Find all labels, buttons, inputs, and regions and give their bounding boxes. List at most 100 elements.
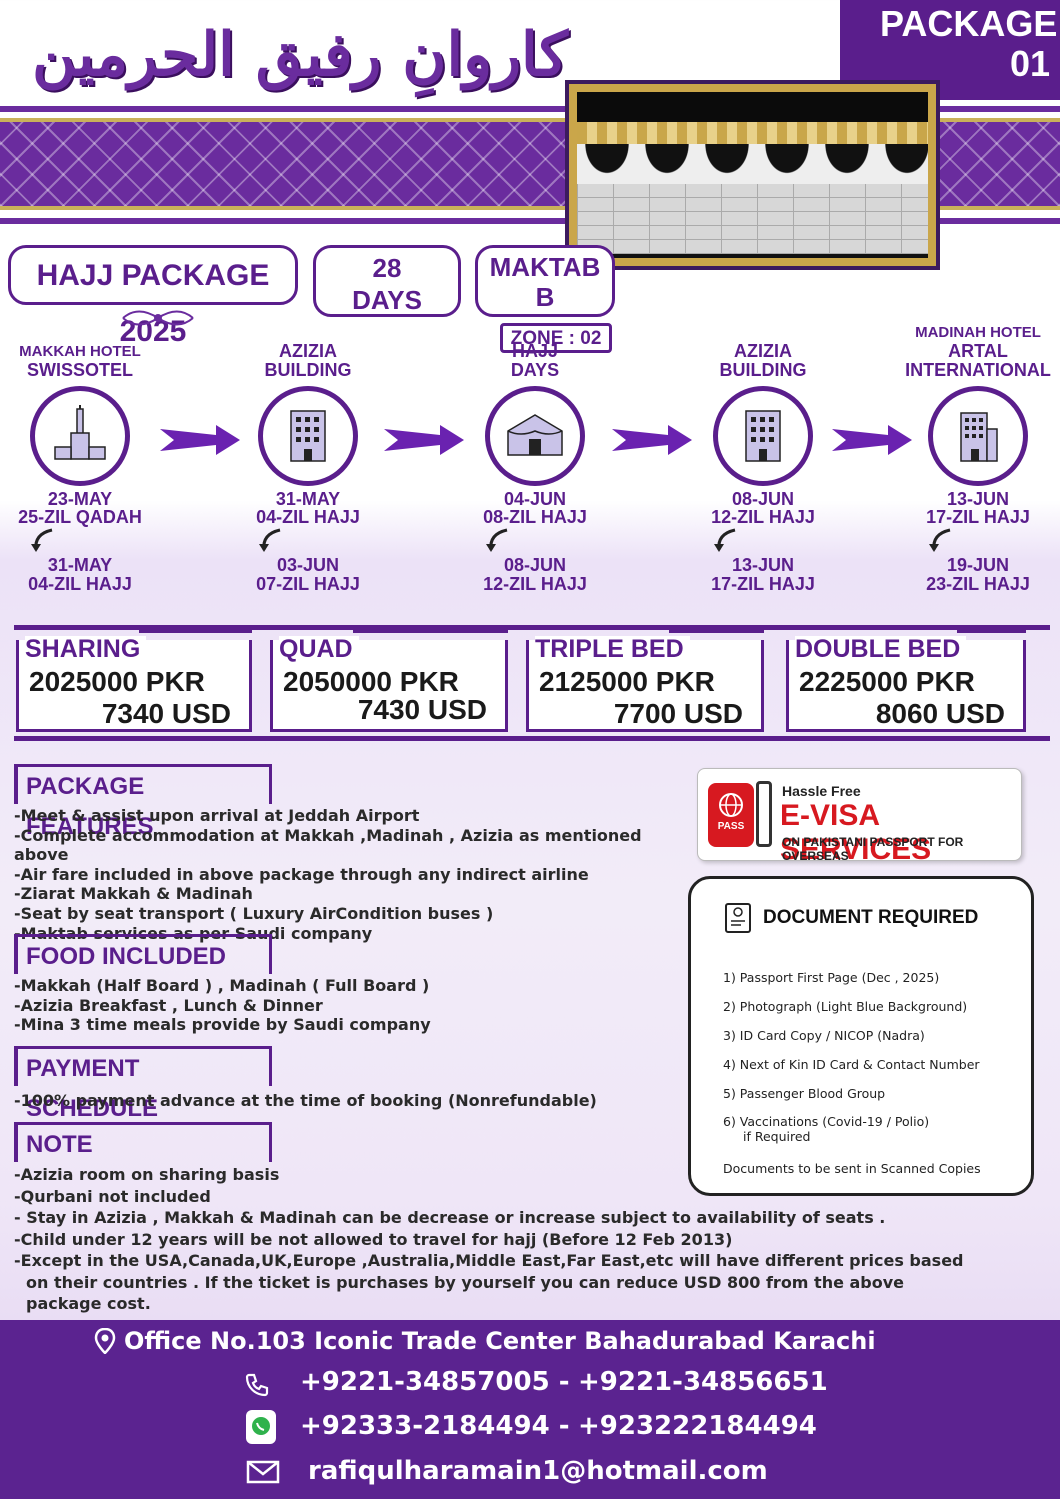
header-band-line-top: [0, 106, 1060, 112]
tower-icon: [30, 386, 130, 486]
list-item: -Except in the USA,Canada,UK,Europe ,Aus…: [14, 1251, 964, 1270]
price-line-top: [14, 625, 1050, 630]
location-pin-icon: [94, 1327, 116, 1355]
note-heading: NOTE: [14, 1122, 272, 1162]
stop-title-small: MAKKAH HOTEL: [19, 343, 141, 360]
stop-date-end-hijri: 23-ZIL HAJJ: [926, 574, 1030, 594]
list-item: -Meet & assist upon arrival at Jeddah Ai…: [14, 806, 420, 825]
stop-title-small: AZIZIA: [279, 341, 337, 361]
stop-title-small: MADINAH HOTEL: [915, 324, 1041, 341]
list-item: -100% payment advance at the time of boo…: [14, 1091, 597, 1110]
stop-date-start-hijri: 08-ZIL HAJJ: [483, 507, 587, 527]
documents-footnote: Documents to be sent in Scanned Copies: [723, 1161, 981, 1176]
stop-date-end: 31-MAY: [47, 555, 113, 575]
documents-list: 1) Passport First Page (Dec , 2025) 2) P…: [723, 963, 1023, 1183]
footer-whatsapp-2: +923222184494: [578, 1411, 817, 1441]
price-label: TRIPLE BED: [535, 636, 690, 662]
stop-date-end-hijri: 07-ZIL HAJJ: [256, 574, 360, 594]
food-list: -Makkah (Half Board ) , Madinah ( Full B…: [14, 976, 674, 1035]
stop-date-end: 08-JUN: [503, 555, 567, 575]
price-pkr: 2025000 PKR: [29, 666, 205, 697]
stop-title-small: AZIZIA: [734, 341, 792, 361]
phone-icon: [244, 1372, 270, 1398]
stop-title: SWISSOTEL: [26, 360, 133, 380]
timeline-arrow-2: [384, 425, 464, 455]
document-globe-icon: [725, 903, 751, 933]
building-icon: [713, 386, 813, 486]
features-heading: PACKAGE FEATURES: [14, 764, 272, 840]
list-item: -Maktab services as per Saudi company: [14, 923, 373, 943]
email-icon: [246, 1460, 280, 1484]
stop-title-2: INTERNATIONAL: [905, 360, 1051, 380]
stop-date-start: 23-MAY: [47, 489, 113, 509]
price-label: SHARING: [25, 636, 147, 662]
list-item: 2) Photograph (Light Blue Background): [723, 999, 968, 1014]
stop-date-start: 13-JUN: [946, 489, 1010, 509]
building-icon: [258, 386, 358, 486]
footer-email: rafiqulharamain1@hotmail.com: [308, 1456, 768, 1486]
list-item: on their countries . If the ticket is pu…: [26, 1272, 905, 1292]
stop-date-start-hijri: 25-ZIL QADAH: [18, 507, 142, 527]
stop-title-small: HAJJ: [511, 341, 559, 361]
stop-date-end: 13-JUN: [731, 555, 795, 575]
stop-date-start: 08-JUN: [731, 489, 795, 509]
tent-icon: [485, 386, 585, 486]
stop-title: ARTAL: [948, 341, 1008, 361]
food-heading: FOOD INCLUDED: [14, 934, 272, 974]
evisa-subtitle: Hassle Free: [782, 783, 861, 799]
list-item: - Stay in Azizia , Makkah & Madinah can …: [14, 1208, 886, 1227]
payment-heading: PAYMENT SCHEDULE: [14, 1046, 272, 1122]
stop-date-end: 19-JUN: [946, 555, 1010, 575]
maktab-value: B: [535, 282, 555, 312]
price-label: DOUBLE BED: [795, 636, 967, 662]
footer-whatsapp-1: +92333-2184494 -: [300, 1411, 570, 1441]
ornament-icon: [118, 305, 198, 331]
price-usd: 7430 USD: [357, 694, 487, 725]
timeline-arrow-3: [612, 425, 692, 455]
list-item: -Ziarat Makkah & Madinah: [14, 884, 253, 904]
list-item: 4) Next of Kin ID Card & Contact Number: [723, 1057, 980, 1072]
zone-label: ZONE : 02: [500, 323, 612, 353]
list-item: -Seat by seat transport ( Luxury AirCond…: [14, 903, 494, 923]
evisa-banner: PASS Hassle Free E-VISA SERVICES ON PAKI…: [697, 768, 1022, 866]
list-item: -Air fare included in above package thro…: [14, 864, 589, 884]
passport-icon: [708, 783, 754, 847]
list-item: -Qurbani not included: [14, 1186, 211, 1206]
footer-address: Office No.103 Iconic Trade Center Bahadu…: [124, 1327, 876, 1355]
stop-date-end-hijri: 04-ZIL HAJJ: [28, 574, 132, 594]
list-item: if Required: [743, 1129, 811, 1144]
evisa-title: E-VISA SERVICES: [780, 799, 932, 866]
hotel-icon: [928, 386, 1028, 486]
whatsapp-icon: [246, 1410, 276, 1444]
stop-title: BUILDING: [264, 360, 352, 380]
list-item: -Child under 12 years will be not allowe…: [14, 1229, 733, 1249]
price-line-bottom: [14, 736, 1050, 741]
note-list: -Azizia room on sharing basis -Qurbani n…: [14, 1164, 1054, 1315]
stop-date-end-hijri: 12-ZIL HAJJ: [483, 574, 587, 594]
list-item: 3) ID Card Copy / NICOP (Nadra): [723, 1028, 925, 1043]
price-usd: 8060 USD: [875, 698, 1005, 729]
stop-date-start: 31-MAY: [275, 489, 341, 509]
price-usd: 7700 USD: [613, 698, 743, 729]
maktab-box: MAKTAB B: [475, 245, 615, 317]
list-item: -Mina 3 time meals provide by Saudi comp…: [14, 1015, 431, 1035]
timeline-arrow-4: [832, 425, 912, 455]
list-item: -Azizia room on sharing basis: [14, 1165, 280, 1184]
footer: [0, 1320, 1060, 1499]
package-label: PACKAGE: [880, 3, 1058, 44]
documents-title: DOCUMENT REQUIRED: [763, 907, 979, 928]
stop-date-start-hijri: 12-ZIL HAJJ: [711, 507, 815, 527]
header-band-line-bottom: [0, 218, 1060, 224]
list-item: package cost.: [26, 1294, 151, 1313]
price-box-quad: QUAD 2050000 PKR 7430 USD: [270, 630, 508, 732]
stop-date-end: 03-JUN: [276, 555, 340, 575]
stop-date-end-hijri: 17-ZIL HAJJ: [711, 574, 815, 594]
days-box: 28 DAYS: [313, 245, 461, 317]
features-list: -Meet & assist upon arrival at Jeddah Ai…: [14, 806, 694, 943]
list-item: 5) Passenger Blood Group: [723, 1086, 886, 1101]
price-box-triple: TRIPLE BED 2125000 PKR 7700 USD: [526, 630, 764, 732]
